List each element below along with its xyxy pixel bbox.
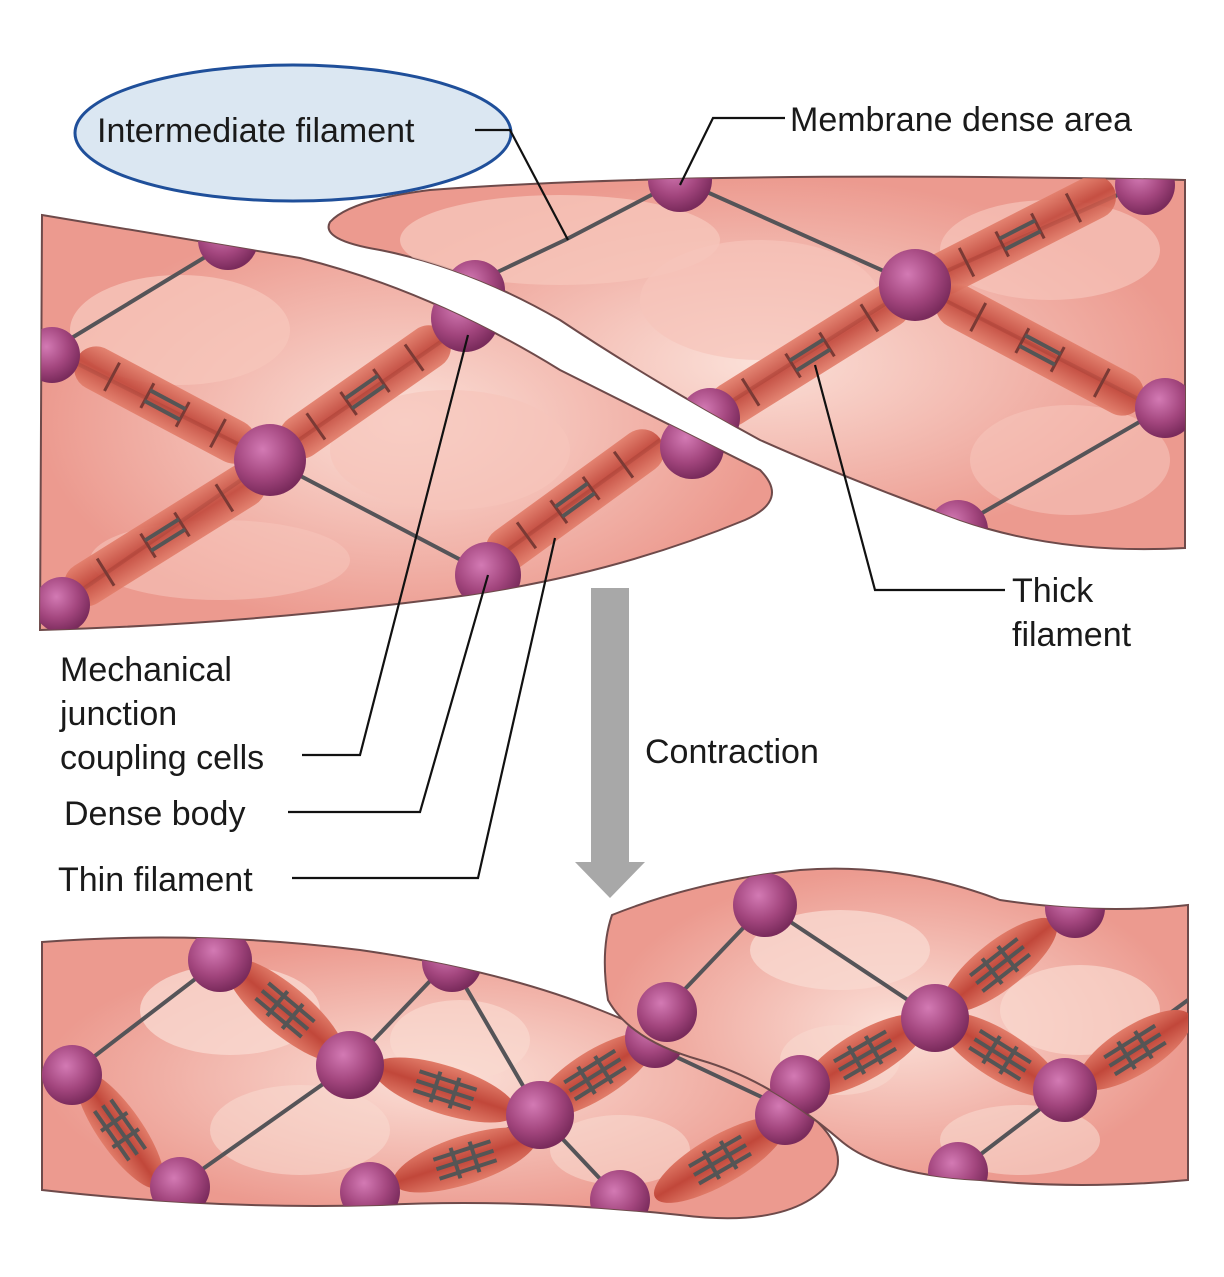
- label-intermediate-filament: Intermediate filament: [97, 112, 415, 150]
- relaxed-cell-left: [38, 213, 773, 632]
- membrane-dense-area-marker: [648, 176, 712, 212]
- dense-body-marker: [234, 424, 306, 496]
- label-dense-body: Dense body: [64, 795, 245, 833]
- label-thin-filament: Thin filament: [58, 861, 253, 899]
- contracted-bundles-left: [75, 958, 787, 1203]
- label-mechanical-junction-line1: Mechanical: [60, 651, 232, 689]
- label-mechanical-junction-line2: junction: [59, 695, 177, 733]
- thick-filament-bundle: [64, 325, 665, 607]
- thick-filament-bundle-2: [709, 176, 1145, 427]
- label-thick-filament-line1: Thick: [1012, 572, 1094, 610]
- contracted-cell-left: [41, 936, 839, 1220]
- labels: Intermediate filament Membrane dense are…: [58, 101, 1132, 899]
- label-thick-filament-line2: filament: [1012, 616, 1132, 654]
- contracted-cell-right: [603, 867, 1189, 1186]
- label-mechanical-junction-line3: coupling cells: [60, 739, 264, 777]
- contracted-bundles-right: [803, 917, 1188, 1098]
- leader-lines: [288, 116, 1005, 880]
- label-contraction: Contraction: [645, 733, 819, 771]
- label-membrane-dense-area: Membrane dense area: [790, 101, 1132, 139]
- relaxed-cell-right: [327, 175, 1186, 551]
- contraction-arrow: [575, 588, 645, 898]
